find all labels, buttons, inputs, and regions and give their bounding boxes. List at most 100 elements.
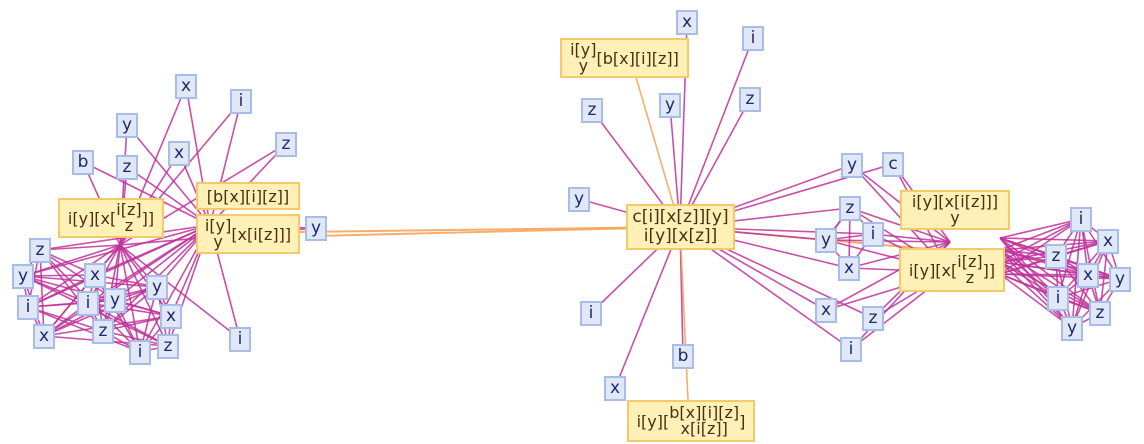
leaf-node-y[interactable]: y bbox=[841, 153, 863, 178]
leaf-node-z[interactable]: z bbox=[839, 196, 861, 221]
hub-expression-node[interactable]: c[i][x[z]][y]i[y][x[z]] bbox=[626, 204, 735, 250]
edge-right-far bbox=[999, 273, 1073, 329]
leaf-node-y[interactable]: y bbox=[146, 275, 168, 300]
leaf-node-z[interactable]: z bbox=[157, 334, 179, 359]
leaf-node-y[interactable]: y bbox=[815, 228, 837, 253]
right-back-expression-node[interactable]: i[y][x[i[z]]]y bbox=[900, 190, 1010, 230]
leaf-node-z[interactable]: z bbox=[581, 98, 603, 123]
edge-right-far bbox=[999, 261, 1073, 329]
top-expression-node[interactable]: i[y]y[b[x][i][z]] bbox=[560, 38, 689, 78]
edge-left-inner bbox=[22, 244, 121, 277]
leaf-node-y[interactable]: y bbox=[568, 187, 590, 212]
leaf-node-y[interactable]: y bbox=[1109, 267, 1131, 292]
edge-center-left bbox=[299, 226, 681, 233]
leaf-node-x[interactable]: x bbox=[1077, 263, 1099, 288]
leaf-node-i[interactable]: i bbox=[77, 291, 99, 316]
leaf-node-z[interactable]: z bbox=[275, 132, 297, 157]
right-front-post: ]] bbox=[982, 260, 996, 280]
leaf-node-z[interactable]: z bbox=[92, 319, 114, 344]
left-b-expression-node[interactable]: i[y]y[x[i[z]]] bbox=[196, 214, 300, 254]
hub-line-2: i[y][x[z]] bbox=[643, 226, 718, 246]
hub-line-1: c[i][x[z]][y] bbox=[632, 207, 729, 227]
leaf-node-x[interactable]: x bbox=[838, 256, 860, 281]
edge-right-near bbox=[872, 233, 951, 243]
bottom-expression-node[interactable]: i[y][b[x][i][z]x[i[z]]] bbox=[627, 400, 755, 442]
leaf-node-i[interactable]: i bbox=[1047, 286, 1069, 311]
leaf-node-x[interactable]: x bbox=[1097, 229, 1119, 254]
left-b-stack: i[y]y bbox=[205, 218, 231, 250]
right-front-expression-node[interactable]: i[y][x[i[z]z]] bbox=[899, 248, 1005, 292]
expr-content: i[y]y[b[x][i][z]] bbox=[566, 41, 683, 75]
leaf-node-y[interactable]: y bbox=[1061, 316, 1083, 341]
edge-center-top-expr bbox=[627, 49, 681, 228]
leaf-node-z[interactable]: z bbox=[116, 155, 138, 180]
left-a-pre: i[y][x[ bbox=[67, 208, 117, 228]
edge-right-far-mesh bbox=[1071, 218, 1082, 329]
leaf-node-x[interactable]: x bbox=[676, 10, 698, 35]
leaf-node-i[interactable]: i bbox=[129, 340, 151, 365]
leaf-node-y[interactable]: y bbox=[659, 93, 681, 118]
leaf-node-z[interactable]: z bbox=[862, 306, 884, 331]
left-c-post: ] bbox=[282, 186, 290, 206]
leaf-node-x[interactable]: x bbox=[84, 263, 106, 288]
edge-left-mesh bbox=[87, 302, 169, 347]
leaf-node-x[interactable]: x bbox=[815, 298, 837, 323]
edge-left-mesh bbox=[22, 274, 96, 277]
expr-content: [b[x][i][z]] bbox=[202, 185, 294, 207]
left-a-expression-node[interactable]: i[y][x[i[z]z]] bbox=[58, 198, 164, 238]
leaf-node-y[interactable]: y bbox=[305, 216, 327, 241]
leaf-node-x[interactable]: x bbox=[175, 74, 197, 99]
leaf-node-z[interactable]: z bbox=[1045, 244, 1067, 269]
right-front-pre: i[y][x[ bbox=[908, 260, 958, 280]
left-a-post: ]] bbox=[141, 208, 155, 228]
left-a-bottom: z bbox=[124, 216, 134, 235]
leaf-node-i[interactable]: i bbox=[742, 26, 764, 51]
leaf-node-x[interactable]: x bbox=[168, 141, 190, 166]
edge-right-far bbox=[999, 237, 1109, 242]
leaf-node-x[interactable]: x bbox=[604, 376, 626, 401]
leaf-node-z[interactable]: z bbox=[1089, 301, 1111, 326]
right-back-sub: y bbox=[950, 208, 960, 227]
left-b-tail: [x[i[z]]] bbox=[231, 224, 292, 244]
leaf-node-i[interactable]: i bbox=[580, 301, 602, 326]
edge-left-inner bbox=[114, 224, 211, 301]
leaf-node-i[interactable]: i bbox=[229, 327, 251, 352]
left-a-stack: i[z]z bbox=[116, 202, 141, 234]
leaf-node-i[interactable]: i bbox=[840, 337, 862, 362]
edge-left-mesh bbox=[102, 315, 172, 332]
left-c-expression-node[interactable]: [b[x][i][z]] bbox=[196, 182, 300, 210]
right-front-bottom: z bbox=[965, 268, 975, 287]
bottom-expr-stack: b[x][i][z]x[i[z]] bbox=[669, 405, 739, 437]
bottom-expr-post: ] bbox=[739, 411, 746, 431]
right-front-stack: i[z]z bbox=[957, 254, 982, 286]
leaf-node-i[interactable]: i bbox=[1070, 207, 1092, 232]
leaf-node-x[interactable]: x bbox=[33, 324, 55, 349]
leaf-node-y[interactable]: y bbox=[12, 264, 34, 289]
leaf-node-z[interactable]: z bbox=[739, 87, 761, 112]
leaf-node-i[interactable]: i bbox=[862, 222, 884, 247]
edge-center-bottom-expr bbox=[679, 226, 689, 401]
leaf-node-b[interactable]: b bbox=[72, 150, 94, 175]
right-back-stack: i[y][x[i[z]]]y bbox=[912, 194, 998, 226]
top-expr-sub: y bbox=[578, 56, 589, 75]
hub-lines: c[i][x[z]][y]i[y][x[z]] bbox=[632, 208, 728, 246]
leaf-node-i[interactable]: i bbox=[230, 89, 252, 114]
edge-left-inner bbox=[94, 224, 211, 276]
edge-center-leaf bbox=[679, 37, 754, 228]
leaf-node-x[interactable]: x bbox=[160, 304, 182, 329]
left-b-bottom: y bbox=[213, 232, 223, 251]
leaf-node-c[interactable]: c bbox=[882, 152, 904, 177]
leaf-node-b[interactable]: b bbox=[672, 344, 694, 369]
edge-right-near bbox=[825, 239, 951, 243]
leaf-node-y[interactable]: y bbox=[116, 113, 138, 138]
edge-right-far bbox=[999, 249, 1073, 329]
left-c-pre: [ bbox=[206, 186, 214, 206]
top-expr-tail: [b[x][i][z]] bbox=[596, 48, 679, 68]
expr-content: c[i][x[z]][y]i[y][x[z]] bbox=[632, 207, 729, 247]
leaf-node-z[interactable]: z bbox=[29, 238, 51, 263]
leaf-node-i[interactable]: i bbox=[17, 295, 39, 320]
expr-content: i[y][x[i[z]z]] bbox=[64, 201, 158, 235]
leaf-node-y[interactable]: y bbox=[104, 288, 126, 313]
bottom-expr-bottom: x[i[z]] bbox=[680, 419, 728, 438]
